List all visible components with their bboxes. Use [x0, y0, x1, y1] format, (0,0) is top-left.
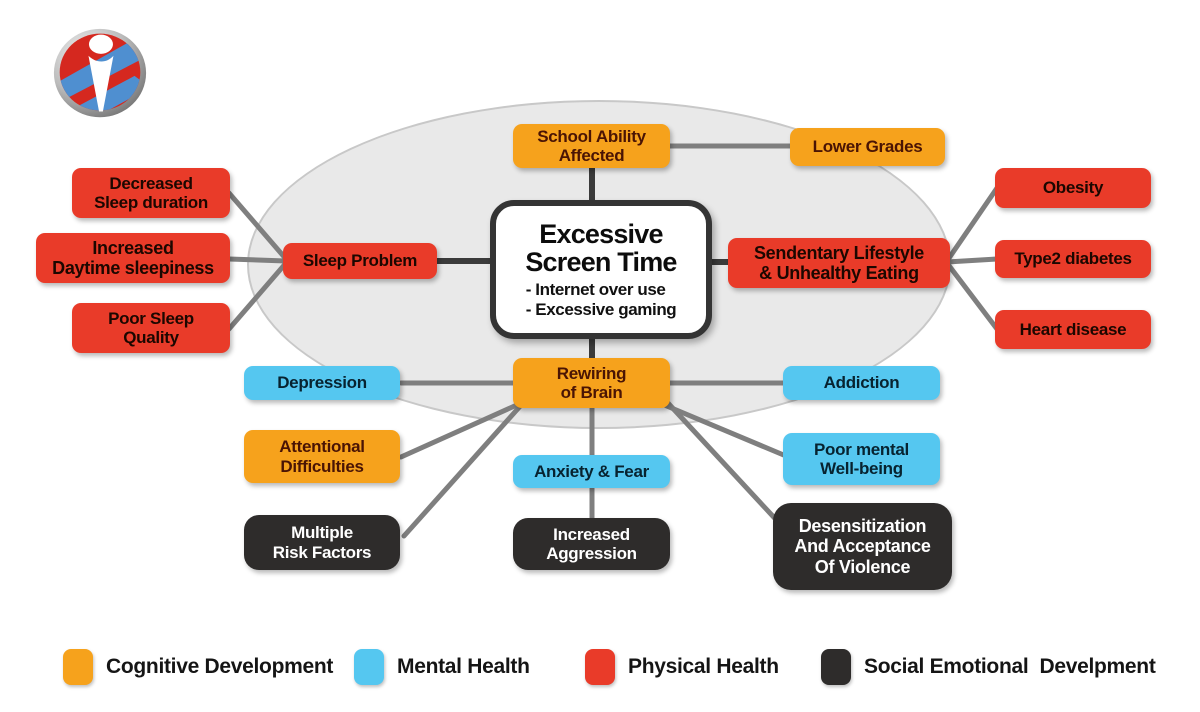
node-increased-daytime-sleepiness: Increased Daytime sleepiness — [36, 233, 230, 283]
node-excessive-screen-time: Excessive Screen Time - Internet over us… — [490, 200, 712, 339]
node-lower-grades: Lower Grades — [790, 128, 945, 166]
node-desensitization-violence: Desensitization And Acceptance Of Violen… — [773, 503, 952, 590]
legend-label-mental: Mental Health — [397, 655, 530, 678]
node-addiction: Addiction — [783, 366, 940, 400]
node-obesity: Obesity — [995, 168, 1151, 208]
legend-item-mental: Mental Health — [354, 649, 530, 685]
node-sleep-problem: Sleep Problem — [283, 243, 437, 279]
node-multiple-risk-factors: Multiple Risk Factors — [244, 515, 400, 570]
legend-item-cognitive: Cognitive Development — [63, 649, 333, 685]
brand-logo-icon — [53, 28, 147, 118]
central-title: Excessive Screen Time — [525, 218, 677, 277]
legend-item-social: Social Emotional Develpment — [821, 649, 1156, 685]
legend-label-physical: Physical Health — [628, 655, 779, 678]
node-school-ability-affected: School Ability Affected — [513, 124, 670, 168]
legend-swatch-mental — [354, 649, 384, 685]
legend-swatch-physical — [585, 649, 615, 685]
node-poor-mental-wellbeing: Poor mental Well-being — [783, 433, 940, 485]
legend-label-social: Social Emotional Develpment — [864, 655, 1156, 678]
node-attentional-difficulties: Attentional Difficulties — [244, 430, 400, 483]
node-anxiety-and-fear: Anxiety & Fear — [513, 455, 670, 488]
node-depression: Depression — [244, 366, 400, 400]
node-increased-aggression: Increased Aggression — [513, 518, 670, 570]
node-rewiring-of-brain: Rewiring of Brain — [513, 358, 670, 408]
node-type2-diabetes: Type2 diabetes — [995, 240, 1151, 278]
central-subtitle: - Internet over use - Excessive gaming — [525, 280, 677, 319]
node-poor-sleep-quality: Poor Sleep Quality — [72, 303, 230, 353]
legend-label-cognitive: Cognitive Development — [106, 655, 334, 678]
legend-swatch-social — [821, 649, 851, 685]
legend-swatch-cognitive — [63, 649, 93, 685]
node-heart-disease: Heart disease — [995, 310, 1151, 349]
legend-item-physical: Physical Health — [585, 649, 779, 685]
node-decreased-sleep-duration: Decreased Sleep duration — [72, 168, 230, 218]
node-sedentary-lifestyle: Sendentary Lifestyle & Unhealthy Eating — [728, 238, 950, 288]
